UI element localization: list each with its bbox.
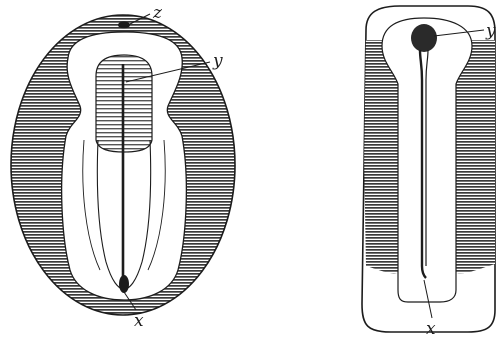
right-embryo: y x xyxy=(362,6,496,339)
left-label-z: z xyxy=(152,3,163,23)
left-label-x: x xyxy=(134,311,144,331)
left-embryo: z y x xyxy=(11,3,235,331)
left-primitive-node xyxy=(119,275,129,293)
right-head-node xyxy=(411,24,437,52)
right-label-x: x xyxy=(426,319,436,339)
left-label-y: y xyxy=(212,51,223,71)
right-label-y: y xyxy=(485,21,496,41)
